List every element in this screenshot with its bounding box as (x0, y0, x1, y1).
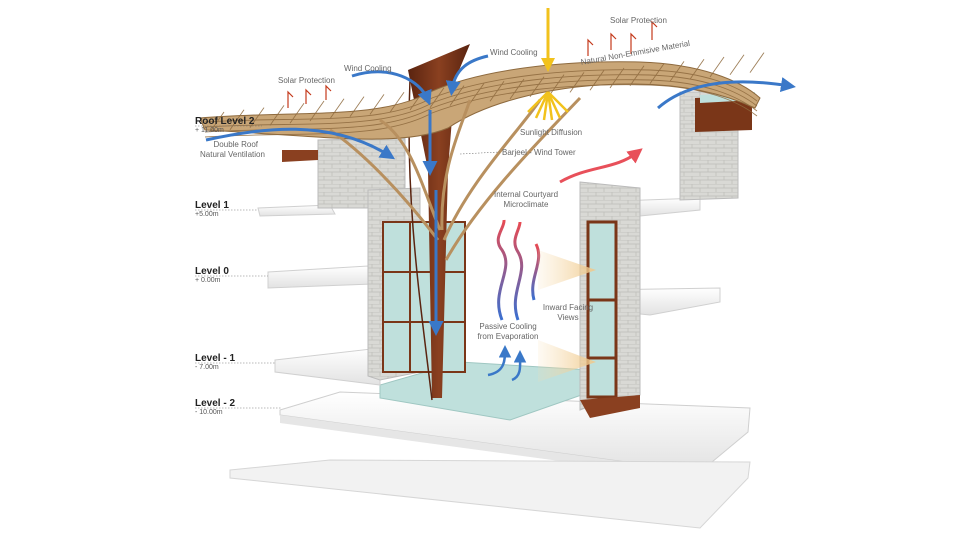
slab-level-0-left (267, 265, 373, 289)
lattice-rib (209, 111, 225, 133)
window-left (382, 221, 466, 373)
lattice-rib (689, 58, 705, 80)
lattice-rib (349, 96, 365, 117)
level-label-minus-2: Level - 2- 10.00m (195, 398, 236, 416)
evaporation-arrows (487, 345, 527, 382)
lattice-rib (309, 100, 325, 122)
lattice-rib (269, 105, 285, 126)
roof-supports (329, 96, 582, 261)
solar-protection-arrows-right (587, 20, 658, 56)
level-label-minus-1: Level - 1- 7.00m (195, 353, 236, 371)
lattice-rib (509, 78, 525, 100)
lattice-rib (249, 107, 265, 128)
lattice-rib (729, 54, 745, 76)
sunlight-arrow (541, 8, 555, 72)
lattice-rib (429, 87, 445, 109)
label-wind-cooling-right: Wind Cooling (490, 48, 538, 57)
warm-air-rising (496, 219, 541, 321)
lattice-beam (204, 69, 758, 123)
lattice-beam (204, 74, 758, 128)
lattice-rib (709, 56, 725, 78)
lattice-rib (329, 98, 345, 120)
lattice-rib (629, 65, 645, 87)
lattice-rib (669, 61, 685, 82)
lattice-beam (204, 84, 758, 138)
slab-level-1-left (257, 204, 336, 217)
label-wind-cooling-left: Wind Cooling (344, 64, 392, 73)
label-solar-protection-left: Solar Protection (278, 76, 335, 85)
lattice-rib (549, 74, 565, 95)
cool-air-flows (205, 54, 796, 336)
lattice-rib (529, 76, 545, 98)
window-right (580, 220, 640, 418)
label-sunlight-diffusion: Sunlight Diffusion (520, 128, 583, 137)
warm-air-outlet (559, 148, 643, 184)
lattice-rib (389, 91, 405, 113)
stone-walls (317, 91, 739, 411)
level-label-roof-2: Roof Level 2+ 11.00m (195, 116, 255, 134)
lattice-rib (469, 83, 485, 104)
level-label-0: Level 0+ 0.00m (195, 266, 229, 284)
balcony-left (282, 150, 318, 162)
lattice-rib (289, 102, 305, 124)
solar-protection-arrows-left (287, 84, 332, 108)
slab-level-minus-1 (274, 347, 381, 386)
leader-lines (195, 125, 501, 409)
label-solar-protection-right: Solar Protection (610, 16, 667, 25)
view-cone-lower (538, 340, 596, 382)
lattice-rib (369, 94, 385, 115)
sunlight-diffusion-rays (527, 91, 569, 121)
lattice-rib (749, 52, 765, 73)
label-barjeel: Barjeel - Wind Tower (502, 148, 576, 157)
slab-level-minus-2 (229, 391, 751, 529)
timber-lattice-roof (199, 52, 765, 140)
view-cone-upper (538, 250, 596, 290)
lattice-rib (229, 109, 245, 131)
level-label-1: Level 1+5.00m (195, 200, 229, 218)
